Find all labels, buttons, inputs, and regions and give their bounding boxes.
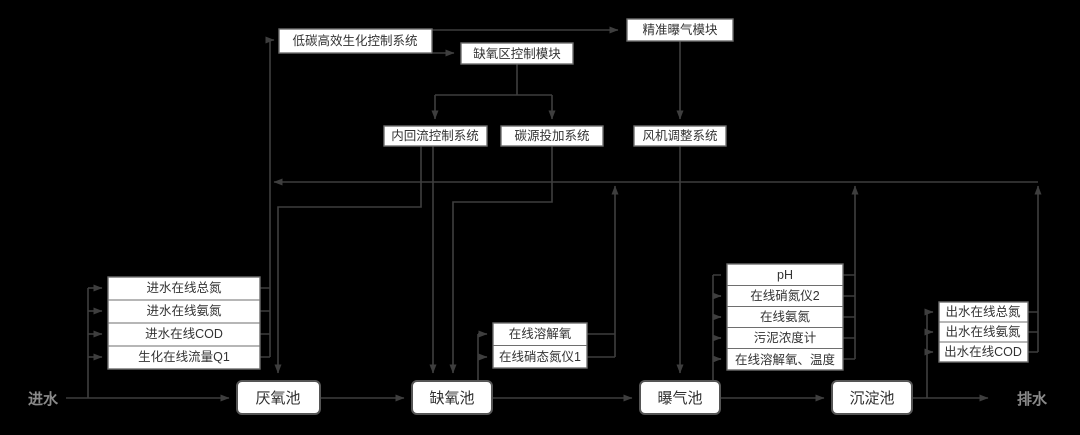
node-internal-reflux-box [383, 125, 488, 147]
node-main-control-system: 低碳高效生化控制系统 [278, 28, 433, 54]
tank-anoxic: 缺氧池 [411, 380, 493, 415]
node-precise-aeration-box [626, 18, 734, 42]
aeration-stack-box [726, 263, 844, 371]
effluent-stack-separators [939, 321, 1028, 343]
sensor-row: 污泥浓度计 [754, 330, 817, 345]
node-precise-aeration-module: 精准曝气模块 [626, 18, 734, 42]
node-carbon-dosing-system: 碳源投加系统 [500, 125, 604, 147]
sensor-row: 出水在线总氮 [945, 304, 1021, 319]
aeration-sensor-stack: pH 在线硝氮仪2 在线氨氮 污泥浓度计 在线溶解氧、温度 [726, 263, 844, 371]
edge-anoxic-sensor-out-taps [587, 333, 615, 358]
connector-lines [66, 26, 1042, 402]
sensor-row: pH [777, 268, 793, 282]
sensor-row: 生化在线流量Q1 [138, 350, 230, 364]
node-blower-adjust-system: 风机调整系统 [633, 125, 727, 147]
effluent-sensor-stack: 出水在线总氮 出水在线氨氮 出水在线COD [938, 301, 1029, 363]
edge-reflux-to-anaerobic-tank [274, 146, 422, 374]
control-layer: 低碳高效生化控制系统 精准曝气模块 缺氧区控制模块 内回流控制系统 碳源投加系统… [278, 18, 734, 147]
node-blower-adjust-box [633, 125, 727, 147]
sensor-row: 在线硝态氮仪1 [499, 349, 581, 364]
tank-settling-box [831, 380, 913, 415]
sensor-row: 在线硝氮仪2 [750, 288, 820, 303]
node-anoxic-zone-box [460, 42, 574, 65]
sensor-row: 进水在线氨氮 [146, 303, 222, 318]
sensor-row: 在线溶解氧、温度 [735, 352, 836, 367]
edge-carbon-to-anoxic-tank [449, 146, 553, 374]
tank-aeration-label: 曝气池 [657, 390, 702, 407]
node-internal-reflux-label: 内回流控制系统 [391, 129, 479, 143]
node-precise-aeration-label: 精准曝气模块 [642, 22, 718, 37]
tank-anaerobic-box [236, 380, 321, 415]
sensor-row: 出水在线COD [944, 345, 1022, 359]
tank-anaerobic: 厌氧池 [236, 380, 321, 415]
outlet-label: 排水 [1017, 390, 1048, 408]
effluent-stack-box [938, 301, 1029, 363]
anoxic-sensor-stack: 在线溶解氧 在线硝态氮仪1 [492, 322, 588, 369]
sensor-row: 进水在线COD [145, 327, 223, 341]
tank-aeration-box [639, 380, 721, 415]
sensor-row: 在线溶解氧 [509, 326, 572, 341]
edge-aeration-sensor-out-taps [843, 274, 855, 360]
sensor-row: 进水在线总氮 [146, 280, 222, 295]
tank-settling: 沉淀池 [831, 380, 913, 415]
tank-anaerobic-label: 厌氧池 [255, 390, 300, 407]
node-internal-reflux-system: 内回流控制系统 [383, 125, 488, 147]
node-anoxic-zone-module: 缺氧区控制模块 [460, 42, 574, 65]
node-anoxic-zone-label: 缺氧区控制模块 [473, 46, 561, 61]
edge-anoxic-module-stem [435, 64, 552, 96]
node-blower-adjust-label: 风机调整系统 [642, 128, 717, 143]
node-carbon-dosing-box [500, 125, 604, 147]
aeration-stack-separators [727, 284, 843, 350]
node-main-control-label: 低碳高效生化控制系统 [292, 33, 417, 48]
influent-stack-separators [108, 299, 260, 347]
sensor-row: 在线氨氮 [760, 309, 811, 324]
tank-anoxic-box [411, 380, 493, 415]
tank-settling-label: 沉淀池 [849, 390, 894, 407]
influent-sensor-stack: 进水在线总氮 进水在线氨氮 进水在线COD 生化在线流量Q1 [107, 276, 261, 370]
tank-aeration: 曝气池 [639, 380, 721, 415]
sensor-row: 出水在线氨氮 [945, 324, 1021, 339]
edge-effluent-out-taps [1028, 311, 1038, 353]
node-carbon-dosing-label: 碳源投加系统 [514, 128, 589, 143]
edge-collector-to-main-control [265, 36, 275, 357]
process-flow-layer: 厌氧池 缺氧池 曝气池 沉淀池 进水 排水 [28, 380, 1048, 415]
inlet-label: 进水 [28, 390, 59, 408]
edge-influent-out-taps [260, 287, 270, 358]
tank-anoxic-label: 缺氧池 [429, 390, 474, 407]
node-main-control-box [278, 28, 433, 54]
